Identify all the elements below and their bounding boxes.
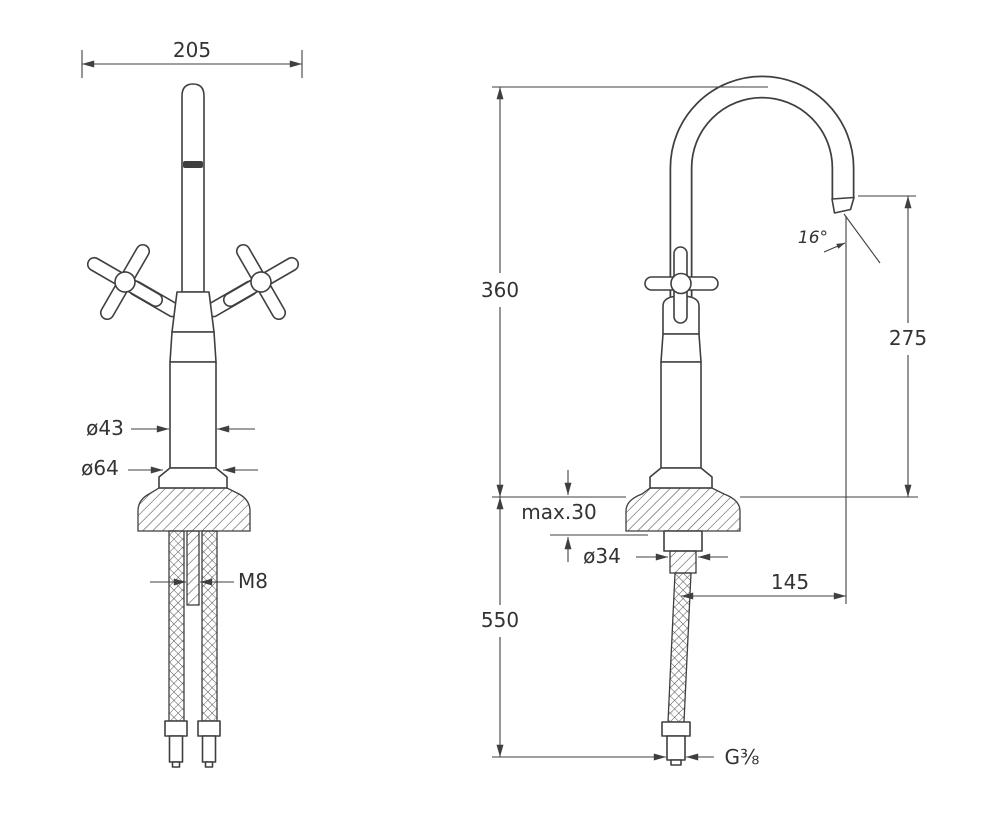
body-junction-front [171, 291, 215, 333]
dim-base-diameter: ø64 [81, 456, 258, 480]
faucet-side-drawing [625, 75, 881, 766]
side-view: 360 550 275 16° max.30 [481, 75, 927, 769]
dim-outlet-height: 275 [858, 195, 927, 497]
dim-outlet-angle: 16° [798, 228, 846, 253]
dim-stud-thread-label: M8 [238, 569, 268, 593]
dim-outlet-reach: 145 [681, 216, 847, 604]
dim-hole-diameter: ø34 [583, 544, 728, 568]
gooseneck-spout [669, 75, 855, 340]
cross-handle-right [206, 243, 300, 321]
cross-handle-left [86, 243, 180, 321]
dim-max-counter-thickness-label: max.30 [521, 500, 596, 524]
base-flange-front [158, 467, 228, 489]
dim-hose-thread: G⅜ [492, 745, 759, 769]
hose-fitting-side [661, 721, 691, 766]
supply-hose-side [667, 572, 692, 723]
hose-fitting-right [197, 720, 221, 768]
front-view: 205 ø43 ø64 M8 [81, 38, 303, 768]
dim-below-deck-length: 550 [481, 497, 519, 757]
mounting-nut [663, 530, 703, 552]
dim-max-counter-thickness: max.30 [521, 470, 648, 562]
escutcheon-front [137, 487, 251, 532]
dim-outlet-height-label: 275 [889, 326, 927, 350]
dim-body-diameter-label: ø43 [86, 416, 124, 440]
dim-below-deck-length-label: 550 [481, 608, 519, 632]
dim-body-diameter: ø43 [86, 416, 255, 440]
body-taper-front [169, 331, 217, 363]
body-cylinder-side [660, 361, 702, 469]
dim-hole-diameter-label: ø34 [583, 544, 621, 568]
dim-overall-width-label: 205 [173, 38, 211, 62]
dim-outlet-angle-label: 16° [798, 228, 828, 248]
mounting-shank [669, 550, 697, 574]
aerator-mark [183, 161, 203, 168]
escutcheon-side [625, 487, 741, 532]
supply-hose-left [168, 530, 185, 722]
hose-fitting-left [164, 720, 188, 768]
base-flange-side [649, 467, 713, 489]
dim-stud-thread: M8 [150, 569, 268, 593]
stream-direction-line [843, 213, 881, 264]
threaded-stud [186, 530, 200, 606]
dim-outlet-reach-label: 145 [771, 570, 809, 594]
dim-base-diameter-label: ø64 [81, 456, 119, 480]
dim-overall-width: 205 [81, 38, 303, 78]
supply-hose-right [201, 530, 218, 722]
dim-hose-thread-label: G⅜ [725, 745, 760, 769]
body-cylinder-front [169, 361, 217, 469]
body-junction-side [660, 333, 702, 363]
spout-nozzle [831, 196, 855, 214]
spout-front [181, 83, 205, 293]
faucet-front-drawing [86, 83, 300, 768]
dim-height-above-deck: 360 [481, 87, 519, 497]
dim-height-above-deck-label: 360 [481, 278, 519, 302]
cross-handle-side [644, 246, 719, 335]
